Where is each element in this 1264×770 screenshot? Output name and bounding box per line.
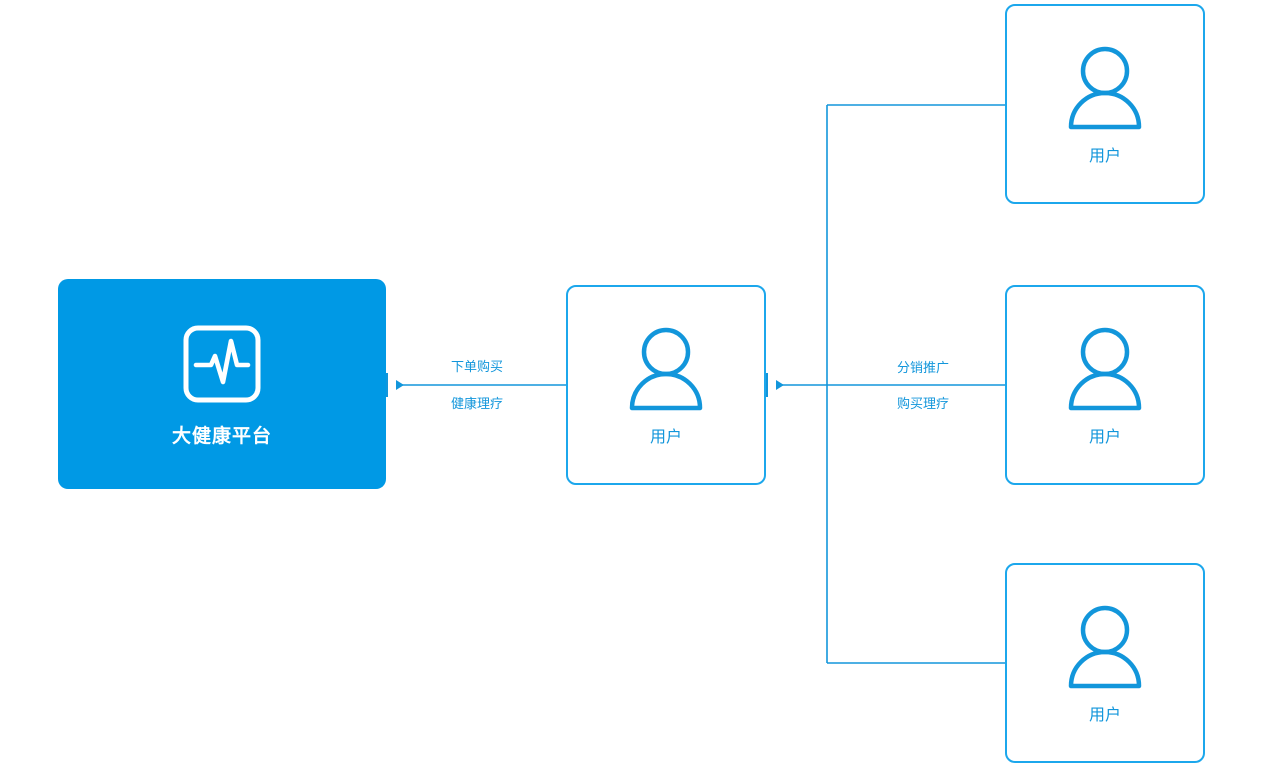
node-user-middle[interactable]: 用户: [1005, 285, 1205, 485]
edge-users-to-center: [765, 104, 1005, 664]
user-label: 用户: [649, 429, 682, 446]
node-user-bottom[interactable]: 用户: [1005, 563, 1205, 763]
platform-label: 大健康平台: [171, 425, 272, 447]
node-user-center[interactable]: 用户: [566, 285, 766, 485]
user-label: 用户: [1088, 148, 1121, 165]
node-health-platform[interactable]: 大健康平台: [58, 279, 386, 489]
ecg-monitor-icon: [181, 323, 263, 405]
user-person-icon: [624, 324, 708, 416]
user-person-icon: [1063, 43, 1147, 135]
edge-label-purchase-therapy: 购买理疗: [896, 396, 949, 411]
edge-center-to-platform: [385, 373, 566, 397]
node-user-top[interactable]: 用户: [1005, 4, 1205, 204]
user-label: 用户: [1088, 429, 1121, 446]
user-label: 用户: [1088, 707, 1121, 724]
edge-label-health-therapy: 健康理疗: [450, 396, 503, 411]
edge-label-distribution-promotion: 分销推广: [896, 360, 949, 375]
user-person-icon: [1063, 324, 1147, 416]
user-person-icon: [1063, 602, 1147, 694]
edge-label-order-purchase: 下单购买: [450, 359, 503, 374]
